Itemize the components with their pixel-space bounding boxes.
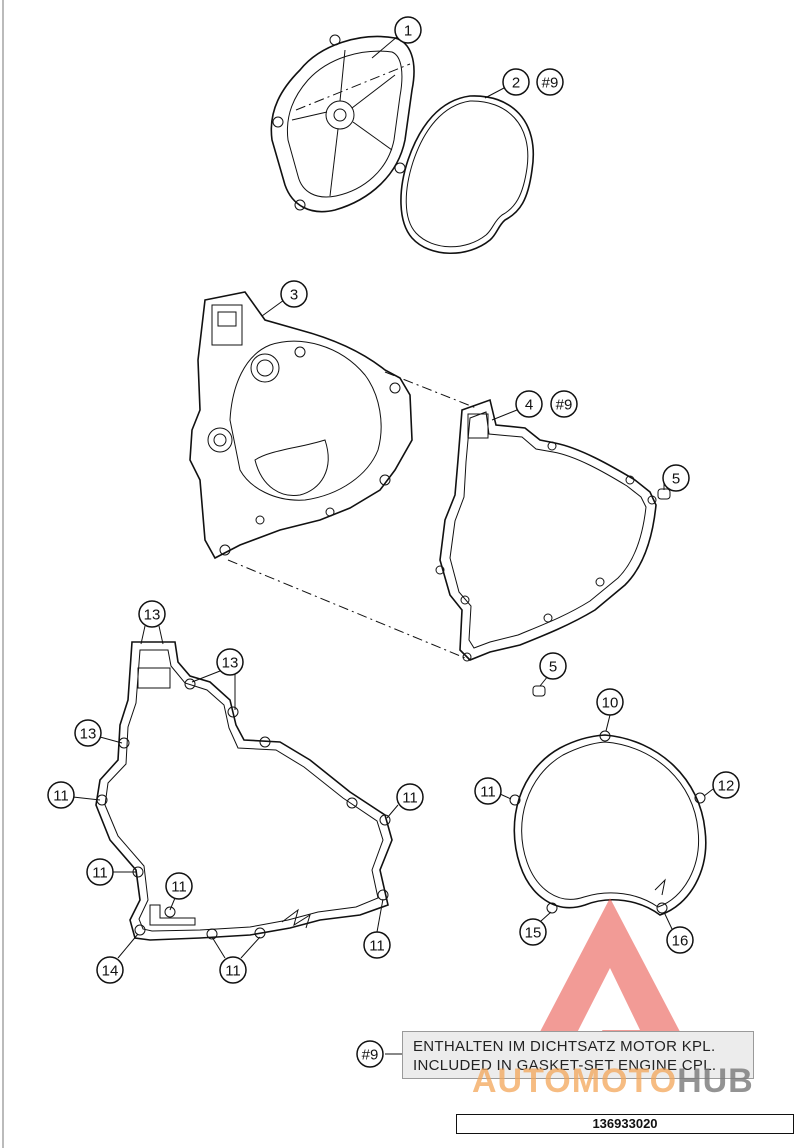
- callout-c10: 10: [596, 688, 624, 716]
- note-line-2: INCLUDED IN GASKET-SET ENGINE CPL.: [413, 1057, 717, 1074]
- callout-label: 5: [549, 659, 557, 676]
- callout-c1: 1: [394, 16, 422, 44]
- callout-label: 13: [80, 726, 97, 743]
- gasket-detail-round: [509, 730, 707, 916]
- callout-circle: [550, 390, 578, 418]
- part-4-gasket: [435, 398, 657, 662]
- callout-circle: [539, 652, 567, 680]
- callout-c11e: 11: [363, 931, 391, 959]
- part-5-dowel-lower: [532, 685, 546, 697]
- callout-label: 15: [525, 925, 542, 942]
- callout-circle: [363, 931, 391, 959]
- callout-circle: [712, 771, 740, 799]
- callout-label: 11: [480, 784, 496, 801]
- part-1-clutch-cover: [270, 34, 415, 213]
- callout-circle: [394, 16, 422, 44]
- callout-c11d: 11: [165, 872, 193, 900]
- callout-label: 13: [222, 655, 239, 672]
- callout-c11f: 11: [219, 956, 247, 984]
- callout-label: 11: [53, 788, 69, 805]
- callout-circle: [280, 280, 308, 308]
- callout-label: 2: [512, 75, 520, 92]
- callout-label: 10: [602, 695, 619, 712]
- callout-label: #9: [556, 397, 573, 414]
- callout-circle: [536, 68, 564, 96]
- callout-label: 11: [369, 938, 385, 955]
- callout-c11a: 11: [47, 781, 75, 809]
- watermark-text: AUTOMOTOHUB: [472, 1062, 754, 1101]
- callout-c3: 3: [280, 280, 308, 308]
- callout-label: 3: [290, 287, 298, 304]
- callout-c5b: 5: [539, 652, 567, 680]
- callout-label: 13: [144, 607, 161, 624]
- part-2-oring: [400, 95, 535, 255]
- callout-circle: [596, 688, 624, 716]
- callout-label: 12: [718, 778, 735, 795]
- callout-circle: [216, 648, 244, 676]
- gasket-detail-large: [95, 641, 393, 941]
- callout-c12: 12: [712, 771, 740, 799]
- callout-circle: [138, 600, 166, 628]
- callout-circle: [515, 390, 543, 418]
- callout-circle: [474, 777, 502, 805]
- alignment-line-top: [384, 371, 477, 409]
- watermark-text-a: AUTOMOTO: [472, 1062, 678, 1100]
- callout-circle: [519, 918, 547, 946]
- callout-circle: [47, 781, 75, 809]
- callout-label: #9: [542, 75, 559, 92]
- callout-circle: [165, 872, 193, 900]
- callout-circle: [74, 719, 102, 747]
- watermark-text-b: HUB: [677, 1062, 754, 1100]
- callout-c11b: 11: [396, 783, 424, 811]
- callout-c14: 14: [96, 956, 124, 984]
- callout-label: 5: [672, 471, 680, 488]
- callout-c2: 2: [502, 68, 530, 96]
- callout-c16: 16: [666, 926, 694, 954]
- note-box: ENTHALTEN IM DICHTSATZ MOTOR KPL. INCLUD…: [402, 1031, 754, 1079]
- callout-c11c: 11: [86, 858, 114, 886]
- alignment-line-bottom: [227, 559, 471, 661]
- callout-c15: 15: [519, 918, 547, 946]
- note-line-1: ENTHALTEN IM DICHTSATZ MOTOR KPL.: [413, 1038, 716, 1055]
- callout-label: 1: [404, 23, 412, 40]
- callout-circle: [86, 858, 114, 886]
- part-5-dowel-upper: [657, 488, 671, 500]
- callout-c4: 4: [515, 390, 543, 418]
- callout-circle: [396, 783, 424, 811]
- callout-label: 11: [92, 865, 108, 882]
- callout-label: 16: [672, 933, 689, 950]
- callout-label: 14: [102, 963, 119, 980]
- callout-label: #9: [362, 1047, 379, 1064]
- callout-circle: [662, 464, 690, 492]
- leader-lines: [72, 35, 714, 1055]
- callout-c11g: 11: [474, 777, 502, 805]
- callout-c13a: 13: [138, 600, 166, 628]
- callout-circle: [666, 926, 694, 954]
- callout-c2b: #9: [536, 68, 564, 96]
- part-3-cover: [189, 291, 413, 560]
- callout-c13c: 13: [74, 719, 102, 747]
- callout-c4b: #9: [550, 390, 578, 418]
- callout-circle: [356, 1040, 384, 1068]
- callout-label: 4: [525, 397, 533, 414]
- callout-c13b: 13: [216, 648, 244, 676]
- callout-c9: #9: [356, 1040, 384, 1068]
- callout-label: 11: [225, 963, 241, 980]
- callout-label: 11: [402, 790, 418, 807]
- callout-circle: [502, 68, 530, 96]
- watermark-logo: [520, 898, 700, 1070]
- callout-label: 11: [171, 879, 187, 896]
- callout-c5a: 5: [662, 464, 690, 492]
- callout-circle: [219, 956, 247, 984]
- part-number: 136933020: [456, 1114, 794, 1134]
- callout-circle: [96, 956, 124, 984]
